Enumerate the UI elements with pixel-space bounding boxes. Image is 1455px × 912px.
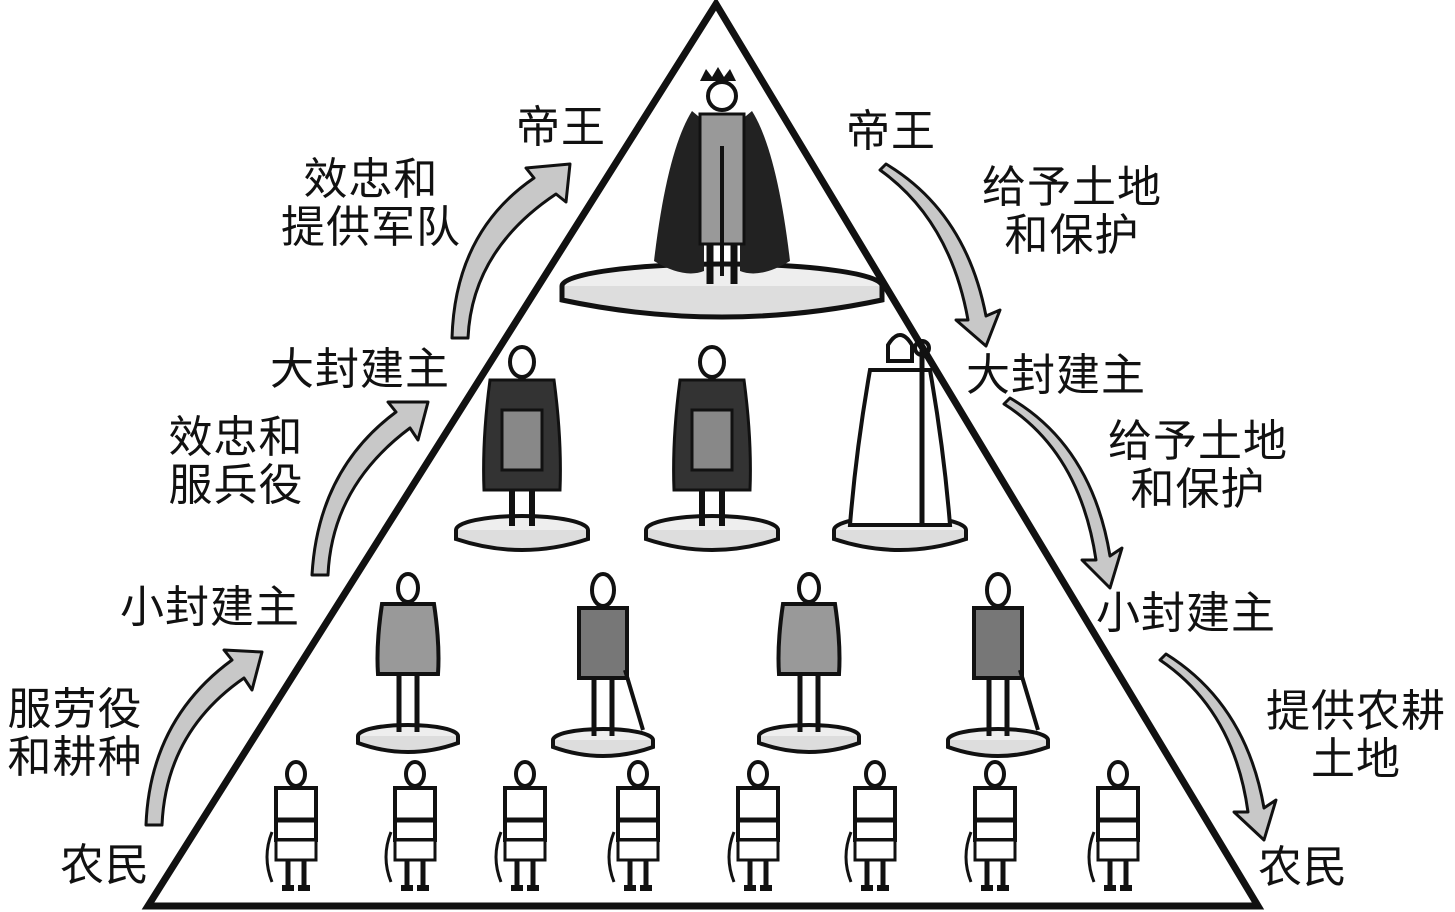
relation-line: 提供军队	[281, 202, 461, 253]
knight-figure	[553, 574, 653, 756]
relation-line: 土地	[1311, 734, 1401, 785]
emperor-figure	[562, 67, 882, 317]
right-relation-great-to-lesser: 给予土地 和保护	[1098, 418, 1298, 514]
relation-line: 效忠和	[303, 154, 439, 205]
peasant-figure	[609, 762, 658, 888]
right-relation-lesser-to-peasant: 提供农耕 土地	[1256, 688, 1455, 784]
bishop-figure	[834, 335, 966, 550]
right-relation-emperor-to-great: 给予土地 和保护	[972, 164, 1172, 260]
relation-line: 给予土地	[1108, 416, 1288, 467]
peasant-figure	[386, 762, 435, 888]
peasant-figure	[846, 762, 895, 888]
peasant-figure	[1089, 762, 1138, 888]
left-level-emperor: 帝王	[516, 102, 606, 153]
relation-line: 和保护	[1130, 464, 1266, 515]
arrow-down-great-to-lesser	[1002, 396, 1124, 590]
tier-peasants	[267, 762, 1138, 888]
relation-line: 服兵役	[168, 460, 304, 511]
peasant-figure	[496, 762, 545, 888]
left-level-peasant: 农民	[60, 840, 150, 891]
tier-lesser-lords	[358, 574, 1048, 756]
left-relation-lesser-to-great: 效忠和 服兵役	[156, 414, 316, 510]
lesser-lord-figure	[358, 574, 458, 752]
knight-figure	[948, 574, 1048, 756]
left-relation-peasant-to-lesser: 服劳役 和耕种	[0, 686, 150, 782]
right-level-emperor: 帝王	[846, 106, 936, 157]
peasant-figure	[267, 762, 316, 888]
peasant-figure	[966, 762, 1015, 888]
tier-emperor	[562, 67, 882, 317]
arrow-down-lesser-to-peasant	[1158, 652, 1278, 842]
lesser-lord-figure	[759, 574, 859, 752]
relation-line: 和保护	[1004, 210, 1140, 261]
relation-line: 服劳役	[7, 684, 143, 735]
relation-line: 效忠和	[168, 412, 304, 463]
left-level-lesser-lord: 小封建主	[120, 582, 300, 633]
peasant-figure	[729, 762, 778, 888]
right-level-lesser-lord: 小封建主	[1096, 588, 1276, 639]
left-relation-great-to-emperor: 效忠和 提供军队	[266, 156, 476, 252]
arrow-up-great-to-emperor	[450, 162, 572, 340]
tier-great-lords	[456, 335, 966, 550]
great-lord-figure	[456, 347, 588, 550]
relation-line: 和耕种	[7, 732, 143, 783]
pyramid-triangle	[141, 0, 1265, 910]
great-lord-figure	[646, 347, 778, 550]
relation-line: 给予土地	[982, 162, 1162, 213]
right-level-peasant: 农民	[1258, 842, 1348, 893]
arrow-up-lesser-to-great	[310, 400, 430, 577]
right-level-great-lord: 大封建主	[966, 350, 1146, 401]
left-level-great-lord: 大封建主	[270, 344, 450, 395]
arrow-up-peasant-to-lesser	[144, 648, 264, 827]
arrow-down-emperor-to-great	[878, 162, 1002, 348]
relation-line: 提供农耕	[1266, 686, 1446, 737]
